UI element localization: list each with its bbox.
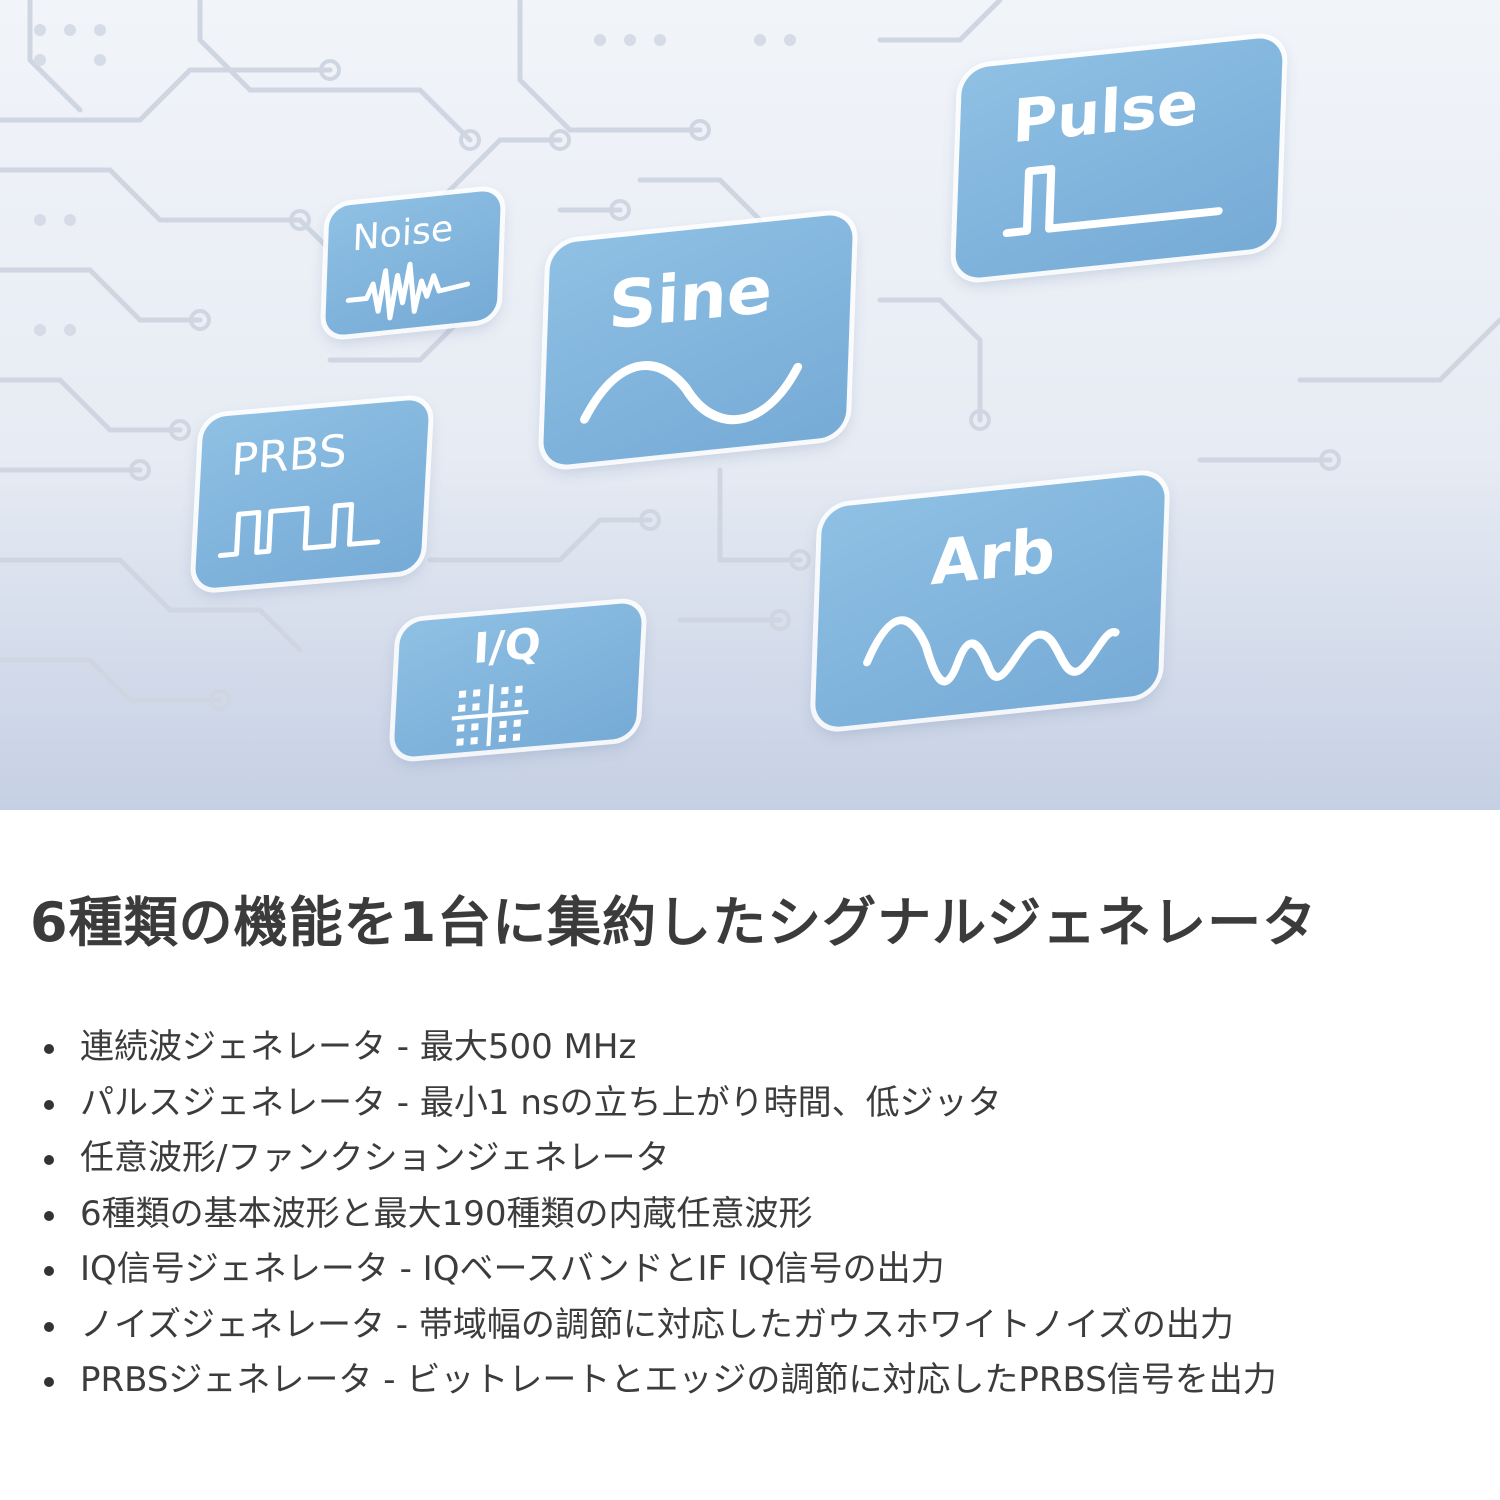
list-item: 任意波形/ファンクションジェネレータ xyxy=(40,1131,1480,1187)
circuit-board-background xyxy=(0,0,1500,711)
list-item: 6種類の基本波形と最大190種類の内蔵任意波形 xyxy=(40,1187,1480,1243)
list-item: 連続波ジェネレータ - 最大500 MHz xyxy=(40,1020,1480,1076)
square-wave-icon xyxy=(217,501,381,558)
arb-tile: Arb xyxy=(814,472,1166,730)
sine-wave-icon xyxy=(580,361,803,425)
list-item: パルスジェネレータ - 最小1 nsの立ち上がり時間、低ジッタ xyxy=(40,1076,1480,1132)
prbs-tile: PRBS xyxy=(194,398,430,590)
constellation-icon xyxy=(451,684,529,747)
list-item: IQ信号ジェネレータ - IQベースバンドとIF IQ信号の出力 xyxy=(40,1242,1480,1298)
feature-list: 連続波ジェネレータ - 最大500 MHz パルスジェネレータ - 最小1 ns… xyxy=(40,1020,1480,1409)
noise-tile: Noise xyxy=(324,189,502,337)
iq-tile: I/Q xyxy=(393,601,643,759)
noise-wave-icon xyxy=(345,261,471,321)
hero-banner: Noise Sine Pulse PRBS I/Q xyxy=(0,0,1500,810)
pulse-tile: Pulse xyxy=(954,35,1284,281)
list-item: ノイズジェネレータ - 帯域幅の調節に対応したガウスホワイトノイズの出力 xyxy=(40,1298,1480,1354)
sine-tile: Sine xyxy=(542,212,854,468)
pulse-wave-icon xyxy=(1002,164,1223,238)
headline: 6種類の機能を1台に集約したシグナルジェネレータ xyxy=(30,891,1318,954)
list-item: PRBSジェネレータ - ビットレートとエッジの調節に対応したPRBS信号を出力 xyxy=(40,1353,1480,1409)
arbitrary-wave-icon xyxy=(863,616,1120,686)
